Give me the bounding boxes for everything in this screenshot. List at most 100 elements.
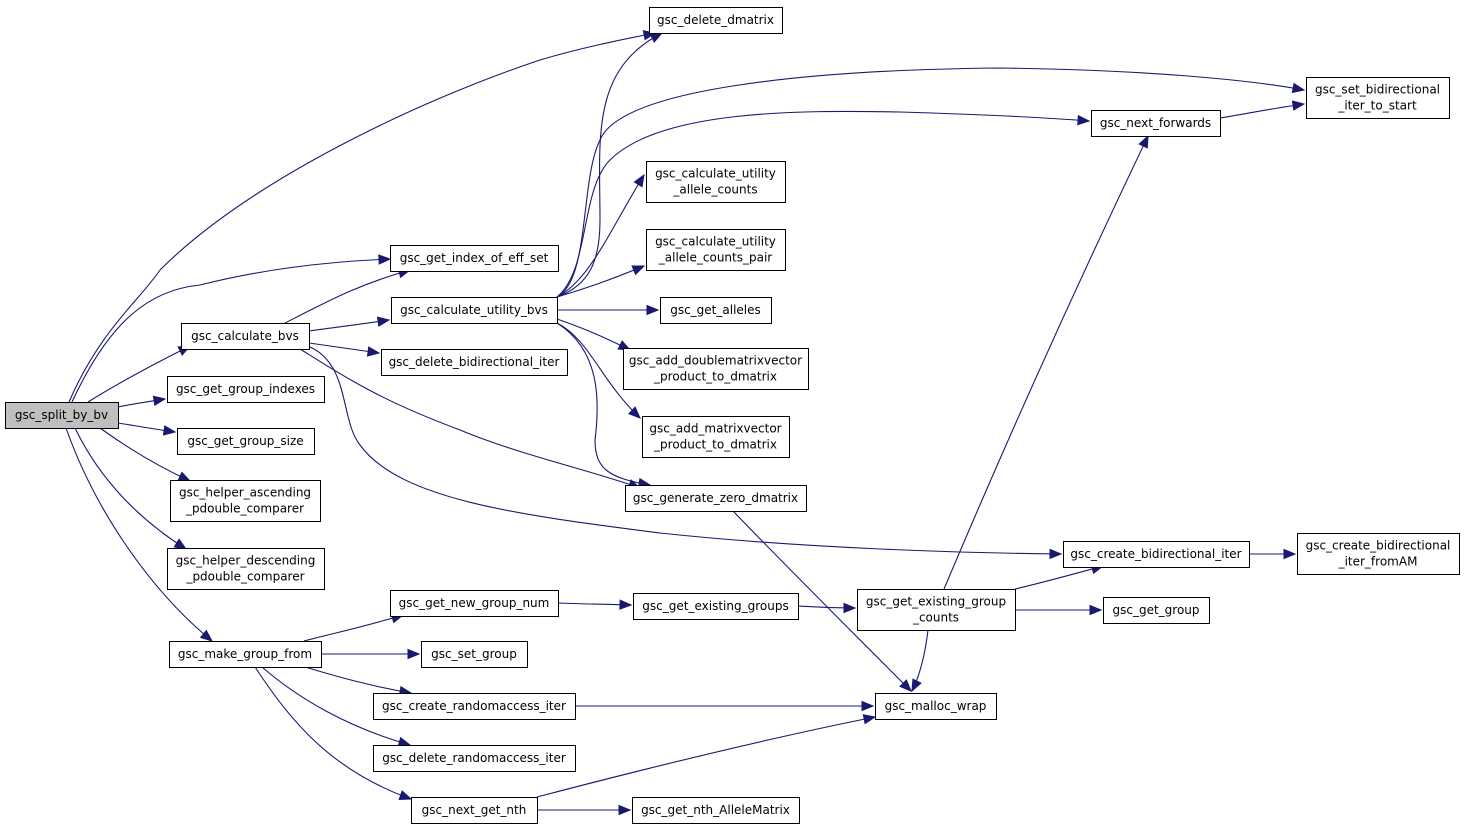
node-box[interactable] bbox=[390, 590, 559, 617]
edge-arrowhead bbox=[1138, 134, 1149, 149]
node-box[interactable] bbox=[1063, 541, 1250, 568]
node-box[interactable] bbox=[642, 416, 790, 458]
edge-create_bi-to-create_bi_am bbox=[1249, 548, 1297, 560]
edge-arrowhead bbox=[911, 678, 922, 693]
edge-arrowhead bbox=[378, 254, 392, 265]
node-add_dmv[interactable]: gsc_add_doublematrixvector_product_to_dm… bbox=[623, 348, 809, 390]
node-asc[interactable]: gsc_helper_ascending_pdouble_comparer bbox=[170, 480, 321, 522]
node-box[interactable] bbox=[625, 485, 807, 512]
node-exist_cnt[interactable]: gsc_get_existing_group_counts bbox=[857, 589, 1016, 631]
node-new_grp[interactable]: gsc_get_new_group_num bbox=[390, 590, 559, 617]
edge-arrowhead bbox=[1291, 82, 1306, 94]
node-split[interactable]: gsc_split_by_bv bbox=[5, 402, 119, 429]
node-box[interactable] bbox=[633, 593, 799, 620]
node-exist_grps[interactable]: gsc_get_existing_groups bbox=[633, 593, 799, 620]
node-box[interactable] bbox=[660, 297, 772, 324]
node-nth_am[interactable]: gsc_get_nth_AlleleMatrix bbox=[632, 797, 800, 824]
node-label: gsc_malloc_wrap bbox=[885, 699, 987, 713]
node-del_ra[interactable]: gsc_delete_randomaccess_iter bbox=[373, 745, 576, 772]
node-box[interactable] bbox=[632, 797, 800, 824]
node-box[interactable] bbox=[646, 229, 786, 271]
node-create_bi[interactable]: gsc_create_bidirectional_iter bbox=[1063, 541, 1250, 568]
node-gen_zero[interactable]: gsc_generate_zero_dmatrix bbox=[625, 485, 807, 512]
edge-make_grp-to-set_grp bbox=[321, 648, 421, 660]
node-set_bi[interactable]: gsc_set_bidirectional_iter_to_start bbox=[1306, 77, 1450, 119]
node-next_nth[interactable]: gsc_next_get_nth bbox=[411, 797, 538, 824]
edge-calc_ubvs-to-alleles bbox=[557, 304, 660, 316]
node-set_grp[interactable]: gsc_set_group bbox=[421, 641, 528, 668]
node-box[interactable] bbox=[857, 589, 1016, 631]
node-box[interactable] bbox=[167, 548, 325, 590]
node-box[interactable] bbox=[623, 348, 809, 390]
edge-line bbox=[308, 319, 390, 332]
edge-line bbox=[304, 666, 412, 694]
node-label: gsc_next_get_nth bbox=[422, 803, 527, 817]
edge-line bbox=[1014, 565, 1104, 590]
node-box[interactable] bbox=[177, 428, 315, 455]
node-box[interactable] bbox=[373, 745, 576, 772]
node-label: gsc_get_new_group_num bbox=[399, 596, 550, 610]
node-box[interactable] bbox=[381, 349, 568, 376]
edge-arrowhead bbox=[862, 714, 877, 725]
node-desc[interactable]: gsc_helper_descending_pdouble_comparer bbox=[167, 548, 325, 590]
node-next_fwd[interactable]: gsc_next_forwards bbox=[1091, 110, 1221, 137]
edge-make_grp-to-next_nth bbox=[254, 666, 413, 801]
node-box[interactable] bbox=[646, 161, 786, 203]
node-grp_idx[interactable]: gsc_get_group_indexes bbox=[167, 376, 325, 403]
node-box[interactable] bbox=[390, 245, 559, 272]
node-calc_ubvs[interactable]: gsc_calculate_utility_bvs bbox=[391, 297, 558, 324]
node-label: gsc_get_group_indexes bbox=[176, 382, 315, 396]
node-label: _product_to_dmatrix bbox=[653, 438, 777, 452]
node-box[interactable] bbox=[170, 480, 321, 522]
edge-arrowhead bbox=[1049, 548, 1063, 560]
node-del_dm[interactable]: gsc_delete_dmatrix bbox=[649, 7, 783, 34]
node-box[interactable] bbox=[373, 693, 576, 720]
node-box[interactable] bbox=[875, 693, 997, 720]
edge-gen_zero-to-malloc bbox=[732, 510, 912, 692]
edge-calc_ubvs-to-add_dmv bbox=[556, 318, 632, 351]
node-box[interactable] bbox=[1103, 597, 1210, 624]
node-grp_size[interactable]: gsc_get_group_size bbox=[177, 428, 315, 455]
node-malloc[interactable]: gsc_malloc_wrap bbox=[875, 693, 997, 720]
edge-line bbox=[71, 258, 391, 403]
node-box[interactable] bbox=[181, 323, 310, 350]
node-create_ra[interactable]: gsc_create_randomaccess_iter bbox=[373, 693, 576, 720]
node-get_grp[interactable]: gsc_get_group bbox=[1103, 597, 1210, 624]
node-alleles[interactable]: gsc_get_alleles bbox=[660, 297, 772, 324]
node-label: _pdouble_comparer bbox=[185, 570, 304, 584]
node-box[interactable] bbox=[649, 7, 783, 34]
node-box[interactable] bbox=[5, 402, 119, 429]
edge-exist_cnt-to-create_bi bbox=[1014, 563, 1105, 590]
node-label: _allele_counts_pair bbox=[658, 251, 773, 265]
edge-calc_ubvs-to-add_mv bbox=[556, 322, 641, 419]
node-box[interactable] bbox=[421, 641, 528, 668]
node-box[interactable] bbox=[1306, 77, 1450, 119]
node-make_grp[interactable]: gsc_make_group_from bbox=[169, 641, 322, 668]
node-label: gsc_calculate_bvs bbox=[191, 329, 299, 343]
node-box[interactable] bbox=[411, 797, 538, 824]
edge-line bbox=[1219, 103, 1305, 119]
node-box[interactable] bbox=[1297, 533, 1460, 575]
edge-line bbox=[309, 346, 1062, 555]
edge-line bbox=[556, 174, 645, 298]
node-calc_uac[interactable]: gsc_calculate_utility_allele_counts bbox=[646, 161, 786, 203]
edge-line bbox=[556, 32, 663, 298]
node-box[interactable] bbox=[169, 641, 322, 668]
node-create_bi_am[interactable]: gsc_create_bidirectional_iter_fromAM bbox=[1297, 533, 1460, 575]
edge-arrowhead bbox=[162, 425, 177, 436]
edge-arrowhead bbox=[1291, 100, 1306, 111]
node-idx_eff[interactable]: gsc_get_index_of_eff_set bbox=[390, 245, 559, 272]
edge-arrowhead bbox=[1077, 114, 1091, 126]
node-del_bi[interactable]: gsc_delete_bidirectional_iter bbox=[381, 349, 568, 376]
node-box[interactable] bbox=[167, 376, 325, 403]
node-box[interactable] bbox=[391, 297, 558, 324]
node-calc_bvs[interactable]: gsc_calculate_bvs bbox=[181, 323, 310, 350]
node-label: gsc_add_doublematrixvector bbox=[629, 354, 802, 368]
node-add_mv[interactable]: gsc_add_matrixvector_product_to_dmatrix bbox=[642, 416, 790, 458]
node-label: gsc_create_bidirectional bbox=[1306, 539, 1451, 553]
node-calc_uacp[interactable]: gsc_calculate_utility_allele_counts_pair bbox=[646, 229, 786, 271]
node-box[interactable] bbox=[1091, 110, 1221, 137]
edge-arrowhead bbox=[407, 648, 421, 660]
edge-line bbox=[74, 427, 187, 550]
edge-line bbox=[556, 322, 651, 486]
